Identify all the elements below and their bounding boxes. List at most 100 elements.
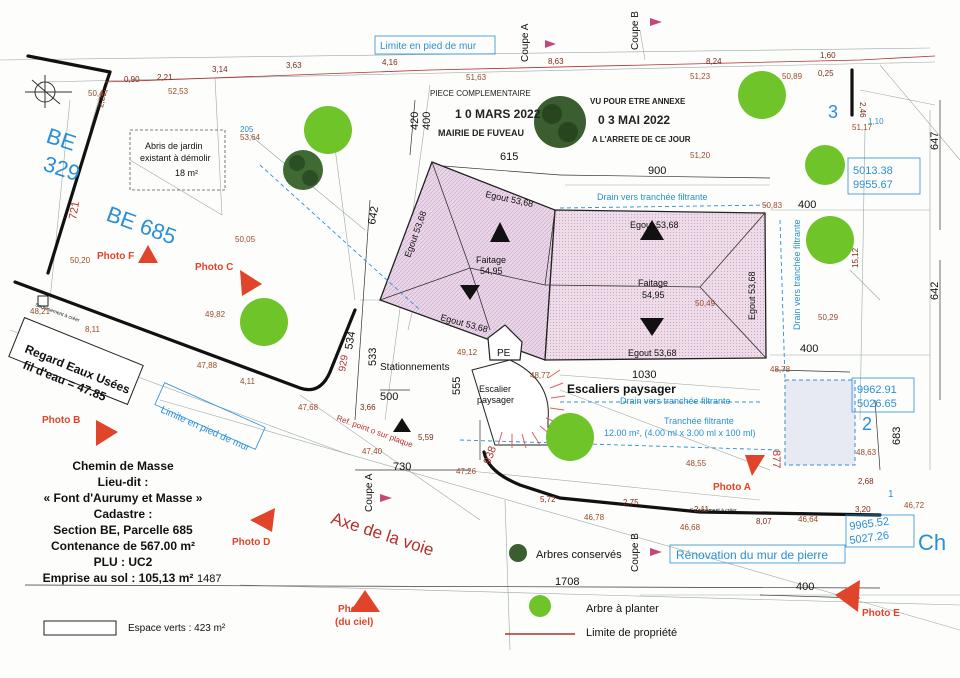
dim-572: 5,72 (540, 495, 556, 504)
pe-label: PE (497, 348, 511, 359)
lvl-4664: 46,64 (798, 515, 819, 524)
soutenement-2: Soutènement à créer (690, 508, 737, 514)
dimension-lines (24, 99, 941, 599)
photo-e: Photo E (862, 608, 900, 619)
tranchee-2: 12.00 m², (4.00 ml x 3.00 ml x 100 ml) (604, 428, 756, 438)
drain-right: Drain vers tranchée filtrante (792, 219, 802, 330)
dim-268: 2,68 (858, 477, 874, 486)
faitage-1v: 54,95 (480, 266, 503, 276)
dim-400b: 400 (798, 199, 816, 211)
dim-363: 3,63 (286, 61, 302, 70)
egout-4: Egout 53,68 (630, 220, 679, 230)
drain-lines (259, 164, 786, 451)
dim-420: 420 (409, 112, 421, 130)
parking-arrow (393, 418, 411, 432)
coupe-b-top: Coupe B (630, 11, 641, 50)
stamp-mairie: MAIRIE DE FUVEAU (438, 128, 524, 138)
dim-221: 2,21 (157, 73, 173, 82)
limite-left: Limite en pied de mur (159, 405, 252, 454)
abris-3: 18 m² (175, 168, 198, 178)
dim-160: 1,60 (820, 51, 836, 60)
dim-824: 8,24 (706, 57, 722, 66)
lvl-411: 4,11 (240, 377, 256, 386)
lvl-4821: 48,21 (30, 307, 51, 316)
regard-box (8, 316, 144, 406)
dim-1512: 15,12 (851, 247, 860, 268)
dim-807: 8,07 (756, 517, 772, 526)
info-l7: PLU : UC2 (94, 555, 153, 569)
lvl-4982: 49,82 (205, 310, 226, 319)
dim-366: 3,66 (360, 403, 376, 412)
dim-938: 938 (482, 445, 500, 466)
dim-900: 900 (648, 165, 666, 177)
lvl-4788: 47,88 (197, 361, 218, 370)
dim-642b: 642 (929, 282, 941, 300)
lvl-5005: 50,05 (235, 235, 256, 244)
lvl-4672: 46,72 (904, 501, 925, 510)
dim-863: 8,63 (548, 57, 564, 66)
tranchee-box (784, 379, 856, 466)
legend-arbres-conserves: Arbres conservés (536, 549, 622, 561)
dim-1030: 1030 (632, 369, 656, 381)
stamp-arrete: A L'ARRETE DE CE JOUR (592, 135, 691, 144)
legend-limite-propriete: Limite de propriété (586, 627, 677, 639)
dim-533: 533 (367, 348, 379, 366)
coupe-b-bottom: Coupe B (630, 533, 641, 572)
lvl-4912: 49,12 (457, 348, 478, 357)
dim-400d: 400 (796, 581, 814, 593)
dim-416: 4,16 (382, 58, 398, 67)
stamp-complement: PIECE COMPLEMENTAIRE (430, 89, 531, 98)
dim-683: 683 (891, 427, 903, 445)
lvl-5117: 51,17 (852, 123, 873, 132)
stationnements: Stationnements (380, 362, 450, 373)
dim-615: 615 (500, 151, 518, 163)
abris-1: Abris de jardin (145, 141, 203, 151)
escalier-2: paysager (477, 395, 514, 405)
construction-lines (0, 29, 960, 651)
legend-green-space-swatch (43, 620, 117, 636)
lvl-4855: 48,55 (686, 459, 707, 468)
coupe-markers (380, 18, 662, 556)
photo-f: Photo F (97, 251, 134, 262)
dim-400a: 400 (421, 112, 433, 130)
dim-500: 500 (380, 391, 398, 403)
coord-3b: 5027.26 (849, 530, 890, 547)
dim-642a: 642 (366, 205, 381, 225)
dim-400c: 400 (800, 343, 818, 355)
coord-3a: 9965.52 (849, 516, 890, 533)
egout-2: Egout 53,68 (402, 210, 428, 259)
lvl-4878: 48,78 (770, 365, 791, 374)
photo-g-1: Photo G (338, 604, 377, 615)
trees-to-plant (240, 71, 854, 617)
stamp-date1: 1 0 MARS 2022 (455, 107, 541, 121)
lvl-5123: 51,23 (690, 72, 711, 81)
dim-929: 929 (337, 354, 351, 373)
dim-647: 647 (929, 132, 941, 150)
parcel-2: 2 (862, 414, 872, 434)
coord-boxes (154, 35, 921, 564)
limite-top: Limite en pied de mur (380, 41, 477, 52)
dim-211: 2,11 (694, 505, 710, 514)
ref-point: Ref. point o sur plaque (335, 413, 414, 449)
escaliers-paysager: Escaliers paysager (567, 382, 676, 396)
lvl-5047: 50,47 (88, 89, 109, 98)
coord-1b: 9955.67 (853, 179, 893, 191)
abris-outline (129, 129, 226, 191)
house-roofs (379, 161, 767, 361)
dim-555: 555 (451, 377, 463, 395)
lvl-4740: 47,40 (362, 447, 383, 456)
info-l4: Cadastre : (94, 507, 153, 521)
parcel-3: 3 (828, 102, 838, 122)
photo-arrows (96, 245, 860, 612)
parcel-be-685: BE 685 (103, 201, 179, 249)
legend-espace-verts: Espace verts : 423 m² (128, 623, 226, 634)
tranchee-1: Tranchée filtrante (664, 416, 734, 426)
abris-2: existant à démolir (140, 153, 211, 163)
lvl-4877: 48,77 (530, 371, 551, 380)
dim-025: 0,25 (818, 69, 834, 78)
lvl-5364: 53,64 (240, 133, 261, 142)
dim-559: 5,59 (418, 433, 434, 442)
